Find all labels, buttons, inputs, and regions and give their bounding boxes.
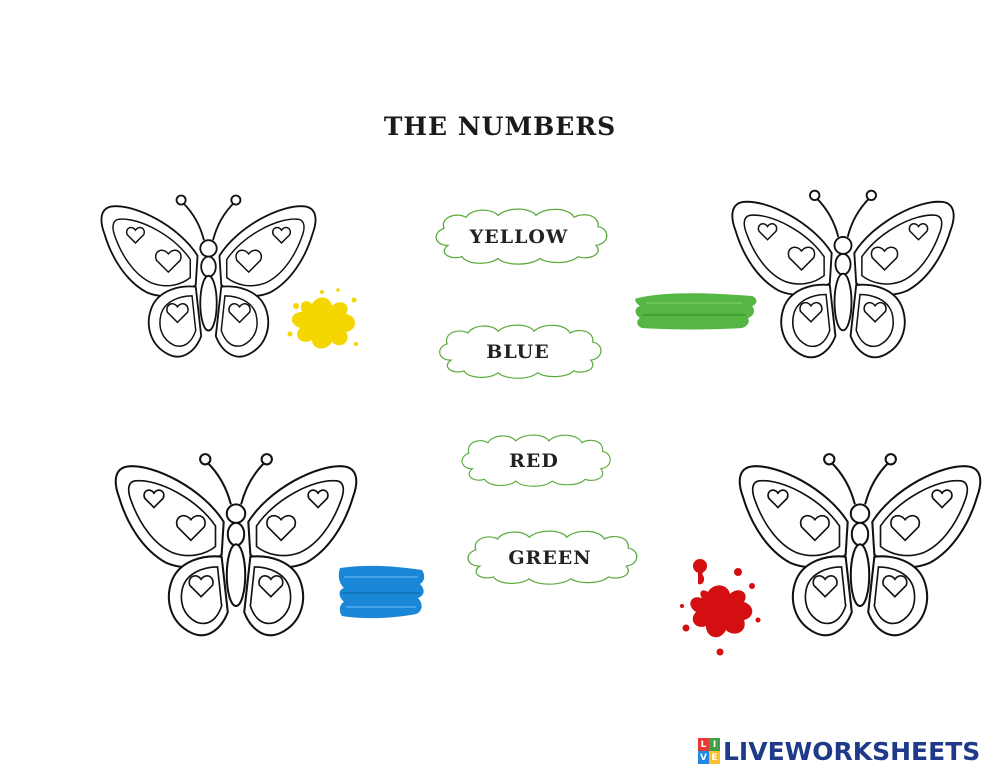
word-cloud-green[interactable]: GREEN: [460, 530, 640, 586]
liveworksheets-brand: L I V E LIVEWORKSHEETS: [698, 736, 980, 766]
word-cloud-blue[interactable]: BLUE: [432, 324, 604, 380]
word-cloud-yellow[interactable]: YELLOW: [428, 208, 610, 266]
yellow-paint-splat: [287, 288, 358, 349]
word-red: RED: [509, 450, 559, 472]
butterfly-top-right: [731, 189, 955, 359]
green-paint-stroke: [635, 293, 757, 330]
word-yellow: YELLOW: [469, 226, 569, 248]
word-cloud-red[interactable]: RED: [455, 434, 613, 488]
page-title: THE NUMBERS: [383, 112, 617, 141]
brand-name: LIVEWORKSHEETS: [723, 736, 981, 766]
word-blue: BLUE: [486, 341, 550, 363]
blue-paint-stroke: [338, 565, 425, 619]
liveworksheets-logo-icon: L I V E: [698, 738, 720, 764]
word-green: GREEN: [508, 547, 592, 569]
red-paint-splat: [680, 559, 761, 656]
